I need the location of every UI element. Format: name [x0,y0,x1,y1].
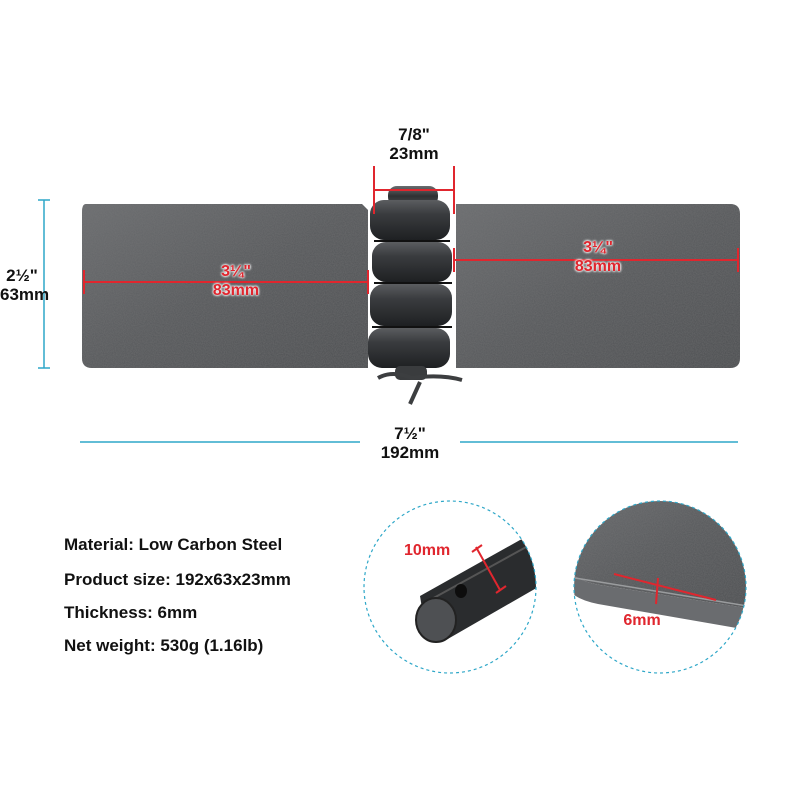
plate-thickness-label: 6mm [612,611,672,630]
pin-length-dimension [373,166,455,214]
spec-value: 530g (1.16lb) [160,636,264,655]
spec-label: Material: [64,535,134,554]
total-width-label: 7½" 192mm [360,424,460,462]
pin-length-inch: 7/8" [398,125,430,144]
pin-length-label: 7/8" 23mm [364,125,464,163]
spec-net-weight: Net weight: 530g (1.16lb) [64,636,263,656]
height-label: 2½" 63mm [0,266,50,304]
spec-value: 6mm [157,603,198,622]
left-leaf-width-line [83,270,369,294]
hinge-knuckles [368,186,452,380]
plate-thickness-value: 6mm [623,612,661,629]
right-leaf-width-inch: 3¼" [583,239,613,256]
cotter-pin [377,372,463,405]
height-inch: 2½" [6,266,38,285]
spec-thickness: Thickness: 6mm [64,603,197,623]
pin-diameter-label: 10mm [404,541,474,560]
right-leaf-width-label: 3¼" 83mm [558,238,638,276]
pin-detail-circle [363,500,537,674]
spec-label: Product size: [64,570,171,589]
spec-value: 192x63x23mm [175,570,291,589]
left-leaf [82,204,368,368]
spec-label: Thickness: [64,603,153,622]
pin-diameter-value: 10mm [404,542,451,559]
right-leaf-width-line [453,248,739,272]
height-dimension [38,199,50,369]
spec-value: Low Carbon Steel [138,535,283,554]
right-leaf [456,204,740,368]
pin-length-mm: 23mm [389,144,439,163]
total-width-mm: 192mm [380,443,440,462]
left-leaf-width-label: 3¼" 83mm [196,262,276,300]
spec-product-size: Product size: 192x63x23mm [64,570,291,590]
right-leaf-width-mm: 83mm [574,258,622,275]
spec-label: Net weight: [64,636,156,655]
total-width-inch: 7½" [394,424,426,443]
spec-material: Material: Low Carbon Steel [64,535,282,555]
left-leaf-width-inch: 3¼" [221,263,251,280]
height-mm: 63mm [0,285,50,304]
left-leaf-width-mm: 83mm [212,282,260,299]
thickness-detail-circle [573,500,747,674]
